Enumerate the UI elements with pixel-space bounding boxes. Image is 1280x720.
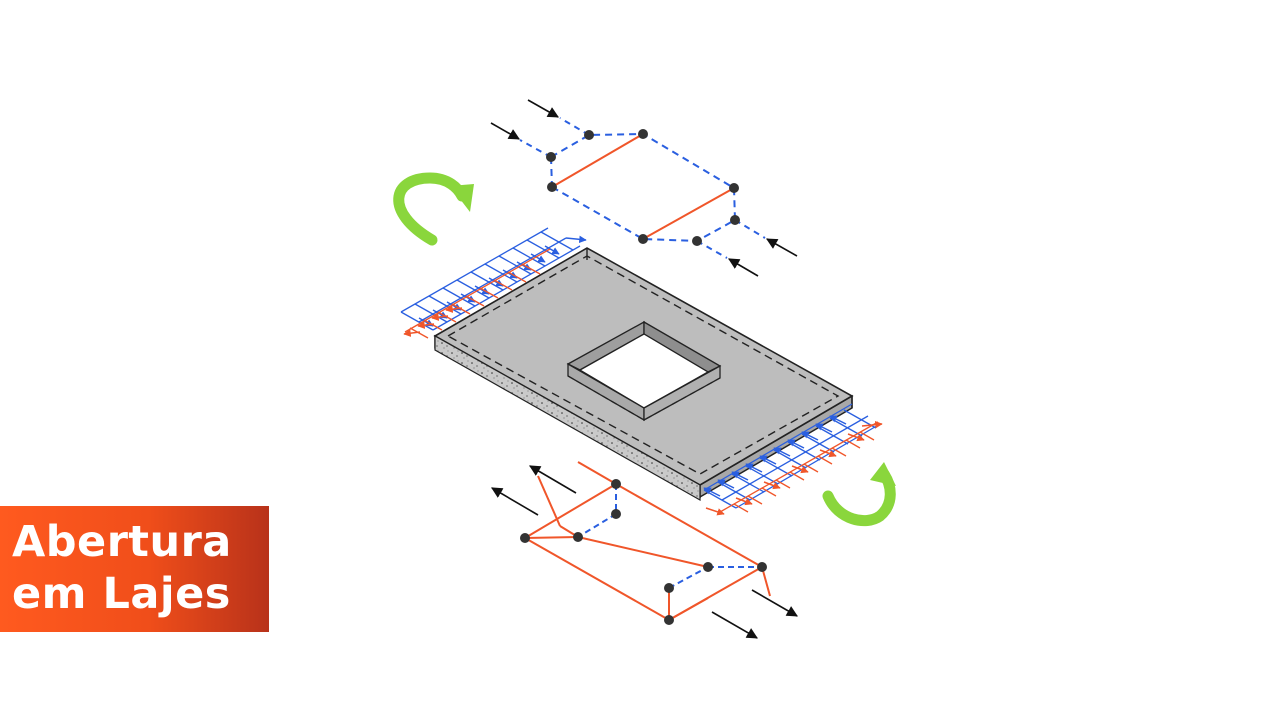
title-banner: Abertura em Lajes [0, 506, 269, 632]
rotation-arrow-icon [822, 462, 896, 527]
top-strut-path-7 [696, 240, 728, 259]
right-edge-loads [703, 403, 883, 516]
rotation-arrow-icon [393, 172, 474, 246]
force-arrow-icon [728, 258, 759, 277]
force-arrow-icon [703, 415, 847, 497]
top-strut-path-2 [550, 156, 553, 188]
bottom-nodes [520, 479, 767, 625]
title-line-2: em Lajes [12, 569, 231, 619]
force-arrow-icon [766, 238, 798, 257]
top-strut-path-3 [551, 186, 644, 240]
opening-dashed-outline [567, 375, 721, 421]
left-edge-loads [400, 227, 587, 339]
bottom-strut-tie-detail [491, 461, 798, 639]
title-line-1: Abertura [12, 517, 232, 567]
top-strut-path-5 [559, 117, 590, 136]
force-arrow-icon [403, 305, 463, 337]
slab [433, 247, 854, 502]
force-arrow-icon [491, 465, 798, 639]
slab-thickness [434, 334, 701, 502]
force-arrow-icon [490, 122, 520, 140]
top-tie-2 [642, 187, 735, 240]
slab-inner-dashed-outline [446, 255, 840, 475]
top-strut-path-6 [734, 219, 766, 239]
top-strut-tie-detail [490, 99, 798, 277]
top-tie [551, 133, 644, 188]
top-strut-path-4 [519, 139, 552, 158]
force-arrow-icon [705, 420, 883, 516]
top-nodes [546, 129, 740, 246]
top-strut-path [550, 132, 737, 243]
force-arrow-icon [527, 99, 559, 118]
